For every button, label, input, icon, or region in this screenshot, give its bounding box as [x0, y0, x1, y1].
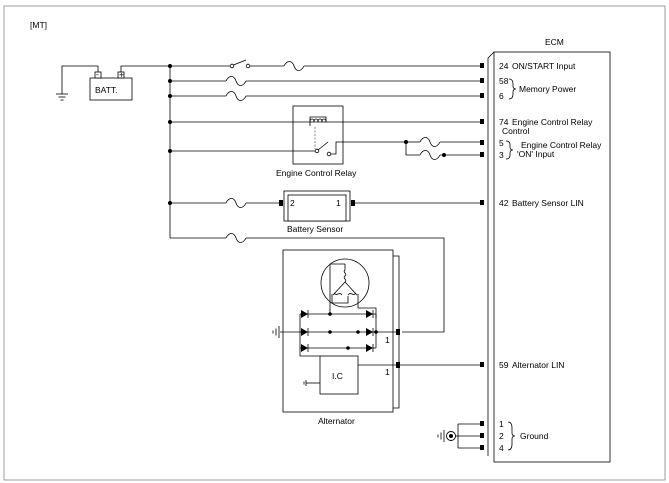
ecm-title: ECM [545, 37, 564, 47]
battery-sensor-pin-2: 2 [290, 198, 295, 208]
variant-label: [MT] [30, 20, 47, 30]
ecm-connectors [480, 63, 484, 450]
fuse-alternator-icon [225, 233, 247, 243]
stator-winding-icon [332, 264, 358, 296]
ecm-pin-59-label: Alternator LIN [512, 360, 564, 370]
ecm-pin-5-num: 5 [499, 138, 504, 148]
alternator-label: Alternator [318, 416, 355, 426]
alternator-pin-lin-num: 1 [385, 367, 390, 377]
ecm-pin-58-num: 58 [499, 76, 509, 86]
alternator-pin-b-num: 1 [385, 335, 390, 345]
fuse-sensor-icon [225, 198, 247, 208]
ecm-box [493, 51, 611, 463]
battery: - + BATT. [89, 69, 133, 101]
diagram-frame [3, 5, 666, 481]
svg-text:-: - [96, 69, 99, 79]
ecm-pin-24-num: 24 [499, 61, 509, 71]
fuse-6-icon [225, 91, 247, 101]
ecm-ground-icon [437, 430, 458, 442]
alternator: 1 I.C 1 Alternator [272, 249, 400, 426]
ecm-pin-59-num: 59 [499, 360, 509, 370]
rectifier-junctions [328, 312, 378, 350]
battery-sensor-label: Battery Sensor [287, 224, 343, 234]
ecm-pin-6-num: 6 [499, 91, 504, 101]
ic-ground-icon [303, 380, 307, 386]
ecm-pin-74-label: Engine Control Relay [512, 117, 593, 127]
battery-sensor: 2 1 Battery Sensor [283, 190, 351, 234]
relay-on-brace [505, 140, 514, 160]
ground-label: Ground [520, 431, 549, 441]
ignition-switch-icon [229, 59, 251, 69]
battery-sensor-pin-1: 1 [336, 198, 341, 208]
ecm-pin-42-num: 42 [499, 198, 509, 208]
ecm-pin-3-num: 3 [499, 150, 504, 160]
fuse-5-icon [419, 137, 441, 147]
memory-power-label: Memory Power [519, 84, 576, 94]
ecm-pin-4-num: 4 [499, 443, 504, 453]
ecm-pin-74-num: 74 [499, 117, 509, 127]
ecm-pin-24-label: ON/START Input [512, 61, 576, 71]
relay-label: Engine Control Relay [276, 168, 357, 178]
ic-regulator-box [319, 355, 359, 395]
ecm-pin-1-num: 1 [499, 419, 504, 429]
alternator-ground-icon [272, 326, 280, 338]
svg-text:+: + [119, 70, 124, 80]
relay-on-label-line2: 'ON' Input [517, 149, 555, 159]
rectifier-diodes-icon [301, 310, 374, 352]
battery-label: BATT. [95, 85, 118, 95]
battery-ground-icon [56, 93, 68, 101]
relay-on-label-line1: Engine Control Relay [521, 140, 602, 150]
ground-brace [507, 421, 516, 451]
ecm-pin-74-label-line2: Control [502, 126, 530, 136]
fuse-58-icon [225, 76, 247, 86]
ecm-pin-2-num: 2 [499, 431, 504, 441]
ic-regulator-label: I.C [332, 371, 343, 381]
fuse-3-icon [419, 150, 441, 160]
memory-power-brace [508, 78, 517, 100]
ecm-pin-42-label: Battery Sensor LIN [512, 198, 584, 208]
fuse-24-icon [283, 61, 305, 71]
